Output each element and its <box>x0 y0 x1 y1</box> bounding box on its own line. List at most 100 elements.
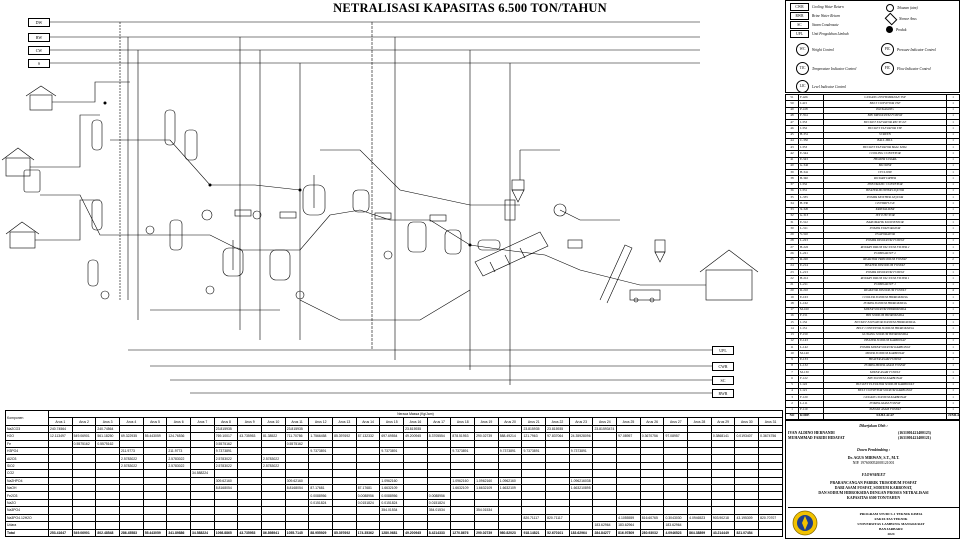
mass-value-cell <box>166 469 192 478</box>
mass-value-cell <box>474 461 499 471</box>
mass-value-cell: 1.7566458 <box>308 432 334 441</box>
component-name: Na2O <box>5 498 49 508</box>
mass-value-cell <box>355 424 381 434</box>
mass-value-cell: 9.7373891 <box>497 447 523 456</box>
mass-value-cell <box>308 439 334 449</box>
mass-value-cell <box>166 439 192 449</box>
mass-value-cell <box>190 498 215 508</box>
stream-header: Arus 16 <box>403 417 428 426</box>
equipment-cell: 1 <box>946 306 960 314</box>
mass-value-cell <box>95 484 121 493</box>
mass-value-cell <box>403 469 428 478</box>
mass-value-cell: 4.0946523 <box>687 513 712 523</box>
mass-value-cell <box>379 521 405 530</box>
component-name: Na2HPO4 <box>5 476 49 486</box>
component-name: SiO2 <box>5 461 49 471</box>
mass-value-cell <box>332 491 357 500</box>
mass-value-cell: 0.5575162 <box>71 439 97 449</box>
mass-value-cell <box>71 469 97 478</box>
mass-value-cell <box>142 491 168 500</box>
component-name: CO2 <box>5 469 49 478</box>
equipment-cell: 1 <box>946 293 960 302</box>
mass-value-cell <box>687 469 712 478</box>
institution-line-3: UNIVERSITAS LAMBUNG MANGKURAT <box>857 522 925 526</box>
mass-value-cell <box>663 469 689 478</box>
mass-value-cell <box>142 476 168 486</box>
mass-value-cell <box>734 521 760 530</box>
utility-label-rwr: RWR <box>712 389 734 398</box>
mass-value-cell <box>95 476 121 486</box>
mass-value-cell <box>521 521 547 530</box>
mass-value-cell <box>426 454 452 463</box>
mass-value-cell <box>474 424 499 434</box>
mass-value-cell <box>639 506 665 515</box>
mass-value-cell <box>403 461 428 471</box>
mass-value-cell: 1.6632109 <box>474 484 499 493</box>
mass-value-cell <box>284 513 310 523</box>
mass-value-cell: 878.51953 <box>450 432 476 441</box>
legend-symbol-product: Produk <box>886 26 906 33</box>
mass-value-cell <box>568 506 594 515</box>
mass-value-cell <box>332 476 357 486</box>
mass-value-cell: 284.84277 <box>592 528 618 537</box>
mass-value-cell <box>592 454 618 463</box>
stream-header: Arus 20 <box>497 417 523 426</box>
mass-value-cell <box>568 491 594 500</box>
mass-value-cell <box>190 432 215 441</box>
stream-header: Arus 5 <box>142 417 168 426</box>
mass-value-cell <box>758 528 783 537</box>
equipment-cell: 1 <box>946 406 960 414</box>
mass-value-cell <box>687 476 712 486</box>
title-block: Dikerjakan Oleh : IVAN ALDINO HERNANDI(1… <box>785 420 960 539</box>
mass-value-cell <box>616 424 641 434</box>
mass-value-cell <box>308 506 334 515</box>
mass-value-cell <box>545 447 570 456</box>
mass-value-cell <box>166 506 192 515</box>
mass-value-cell <box>758 454 783 463</box>
mass-value-cell <box>119 521 144 530</box>
mass-value-cell <box>284 521 310 530</box>
component-name: H2O <box>5 432 49 441</box>
mass-value-cell <box>284 469 310 478</box>
equipment-cell: 1 <box>946 312 960 321</box>
project-line-2: DARI ASAM FOSFAT, SODIUM KARBONAT, <box>834 486 913 490</box>
mass-value-cell: 183.62964 <box>592 521 618 530</box>
mass-value-cell <box>48 469 73 478</box>
prepared-by-label: Dikerjakan Oleh : <box>859 424 888 428</box>
mass-value-cell <box>261 469 286 478</box>
mass-value-cell <box>237 454 263 463</box>
mass-value-cell <box>426 469 452 478</box>
mass-value-cell: 816.60765 <box>639 513 665 523</box>
mass-value-cell <box>710 424 736 434</box>
mass-value-cell <box>48 521 73 530</box>
mass-value-cell: 24.35928096 <box>568 432 594 441</box>
mass-value-cell <box>474 447 499 456</box>
mass-value-cell <box>663 491 689 500</box>
mass-value-cell: 0.0088956 <box>379 491 405 500</box>
mass-value-cell <box>71 424 97 434</box>
mass-value-cell <box>213 521 239 530</box>
mass-value-cell <box>332 439 357 449</box>
mass-value-cell <box>166 498 192 508</box>
mass-value-cell: 1.663210895 <box>568 484 594 493</box>
mass-value-cell <box>166 424 192 434</box>
stream-header: Arus 1 <box>48 417 73 426</box>
mass-value-cell <box>426 513 452 523</box>
institution-line-5: 2024 <box>887 532 895 536</box>
mass-value-cell: 549.06901 <box>71 432 97 441</box>
mass-value-cell <box>758 469 783 478</box>
mass-value-cell <box>710 484 736 493</box>
mass-value-cell: 588.49214 <box>497 432 523 441</box>
mass-value-cell <box>734 447 760 456</box>
mass-value-cell <box>284 498 310 508</box>
institution-line-2: FAKULTAS TEKNIK <box>874 517 908 521</box>
mass-value-cell <box>190 454 215 463</box>
mass-value-cell: 23.815935 <box>213 424 239 434</box>
mass-value-cell <box>497 521 523 530</box>
